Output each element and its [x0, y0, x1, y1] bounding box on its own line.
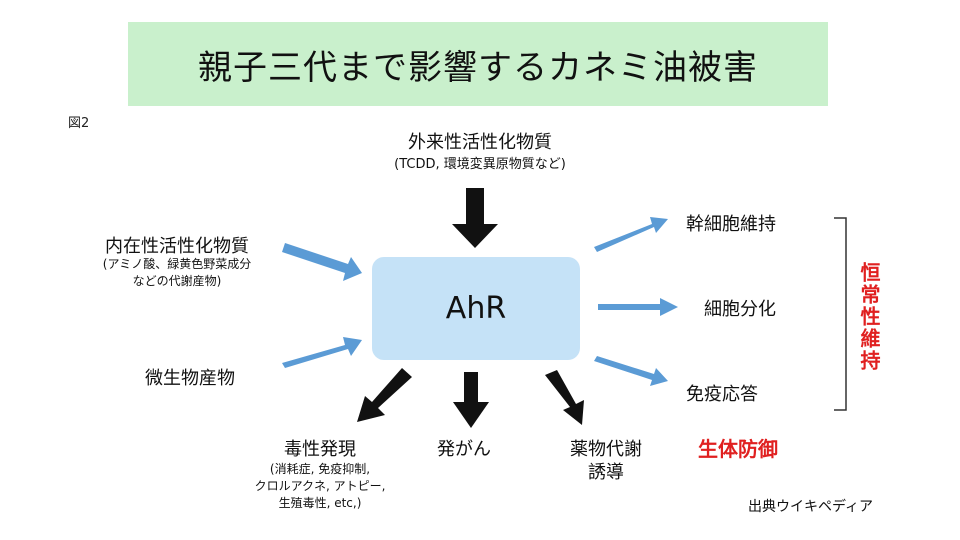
arrow-ahr-to-stem-cell [594, 217, 668, 252]
arrow-ahr-to-drug-metabolism [545, 370, 584, 425]
differentiation-label: 細胞分化 [704, 299, 776, 320]
internal-activator-sub-1: (アミノ酸、緑黄色野菜成分 [102, 257, 252, 271]
arrow-external-to-ahr [452, 188, 498, 248]
external-activator-label: 外来性活性化物質 [408, 132, 552, 153]
toxicity-label: 毒性発現 [284, 439, 356, 460]
external-activator-sub: (TCDD, 環境変異原物質など) [394, 157, 566, 172]
internal-activator-sub-2: などの代謝産物) [132, 274, 222, 288]
page-title: 親子三代まで影響するカネミ油被害 [128, 22, 828, 106]
stem-cell-label: 幹細胞維持 [686, 214, 776, 235]
internal-activator-label: 内在性活性化物質 [105, 236, 249, 257]
arrow-microbial-to-ahr [282, 337, 362, 368]
source-credit: 出典ウイキペディア [748, 499, 874, 515]
drug-metabolism-label-2: 誘導 [588, 462, 624, 483]
figure-label: 図2 [68, 116, 90, 131]
toxicity-sub-3: 生殖毒性, etc,) [278, 496, 362, 510]
homeostasis-label: 恒常性維持 [857, 262, 881, 372]
homeostasis-bracket [834, 217, 847, 411]
drug-metabolism-label-1: 薬物代謝 [570, 439, 642, 460]
arrow-ahr-to-toxicity [357, 368, 412, 422]
arrow-ahr-to-cancer [453, 372, 489, 428]
cancer-label: 発がん [437, 439, 491, 460]
arrow-ahr-to-immune [594, 356, 668, 386]
defense-label: 生体防御 [698, 437, 778, 461]
immune-response-label: 免疫応答 [686, 384, 758, 405]
toxicity-sub-1: (消耗症, 免疫抑制, [269, 462, 371, 476]
toxicity-sub-2: クロルアクネ, アトピー, [254, 479, 386, 493]
microbial-product-label: 微生物産物 [145, 368, 235, 389]
arrow-internal-to-ahr [282, 243, 362, 281]
ahr-node: AhR [372, 257, 580, 360]
arrow-ahr-to-differentiation [598, 298, 678, 316]
